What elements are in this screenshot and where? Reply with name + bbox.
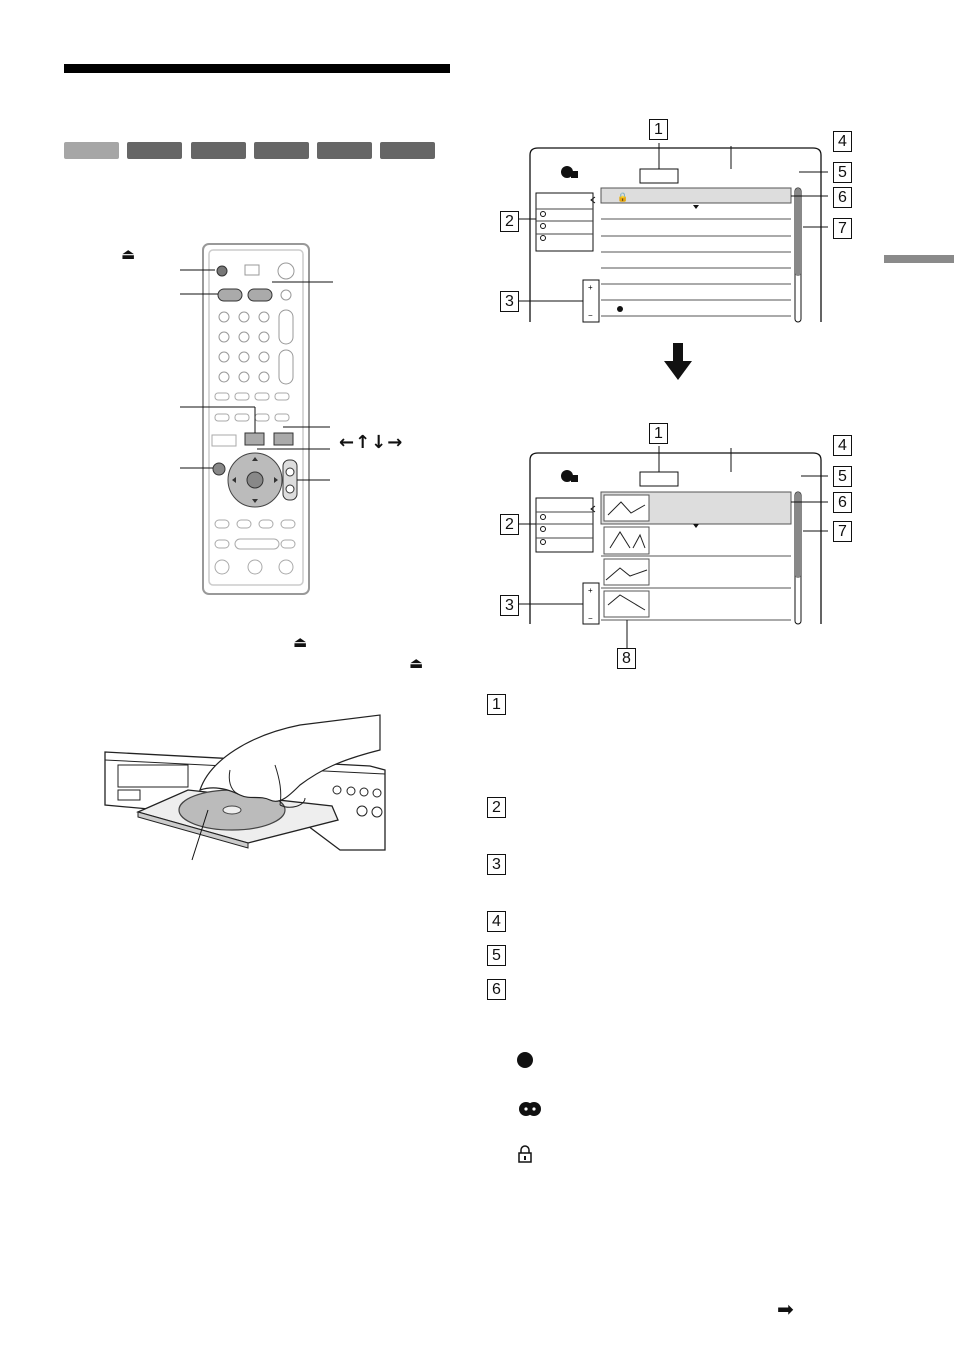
svg-text:🔒: 🔒 xyxy=(617,192,628,203)
disc-type-badge-6 xyxy=(380,142,435,159)
callout-3-bottom: 3 xyxy=(500,595,519,616)
title-list-screen-diagram: 🔒 + − xyxy=(519,143,828,323)
remote-control-illustration xyxy=(180,243,333,595)
callout-7-bottom: 7 xyxy=(833,521,852,542)
disc-type-badge-3 xyxy=(191,142,246,159)
disc-type-badge-5 xyxy=(317,142,372,159)
legend-item-3: 3 xyxy=(487,854,506,875)
legend-item-4: 4 xyxy=(487,911,506,932)
disc-pair-icon xyxy=(519,1102,541,1116)
disc-tray-illustration xyxy=(104,714,386,861)
direction-arrows-label: ←↑↓→ xyxy=(339,432,404,453)
legend-item-2: 2 xyxy=(487,797,506,818)
callout-4-top: 4 xyxy=(833,131,852,152)
continued-arrow-icon: ➡ xyxy=(777,1297,794,1321)
legend-item-1: 1 xyxy=(487,694,506,715)
legend-item-6: 6 xyxy=(487,979,506,1000)
callout-4-bottom: 4 xyxy=(833,435,852,456)
padlock-icon xyxy=(518,1145,532,1163)
recording-dot-icon xyxy=(517,1052,533,1068)
callout-1-top: 1 xyxy=(649,119,668,140)
svg-text:−: − xyxy=(588,614,593,623)
section-header-bar xyxy=(64,64,450,73)
chapter-side-tab xyxy=(884,255,954,263)
callout-3-top: 3 xyxy=(500,291,519,312)
eject-icon-2: ⏏ xyxy=(293,633,308,651)
disc-type-badge-4 xyxy=(254,142,309,159)
disc-type-badge-2 xyxy=(127,142,182,159)
callout-1-bottom: 1 xyxy=(649,423,668,444)
callout-7-top: 7 xyxy=(833,218,852,239)
eject-icon: ⏏ xyxy=(121,245,136,263)
legend-item-5: 5 xyxy=(487,945,506,966)
callout-6-top: 6 xyxy=(833,187,852,208)
callout-2-top: 2 xyxy=(500,211,519,232)
down-arrow-icon xyxy=(664,343,692,380)
callout-2-bottom: 2 xyxy=(500,514,519,535)
disc-type-badge-1 xyxy=(64,142,119,159)
callout-6-bottom: 6 xyxy=(833,492,852,513)
eject-icon-3: ⏏ xyxy=(409,654,424,672)
svg-text:−: − xyxy=(588,311,593,320)
callout-8-bottom: 8 xyxy=(617,648,636,669)
title-thumbnail-screen-diagram: +− xyxy=(519,446,828,648)
svg-text:+: + xyxy=(588,283,593,292)
svg-text:+: + xyxy=(588,586,593,595)
callout-5-bottom: 5 xyxy=(833,466,852,487)
callout-5-top: 5 xyxy=(833,162,852,183)
